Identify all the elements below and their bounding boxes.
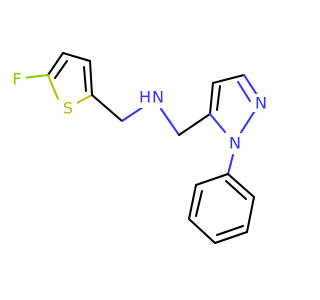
bond-thiophene-c3-c2-outer	[89, 60, 93, 96]
bond-ch2-a-nh	[121, 106, 144, 122]
sulfur-label: S	[63, 99, 73, 118]
bond-pyrazole-n1-c5	[209, 113, 226, 133]
bond-phenyl-c5-c6	[246, 196, 255, 233]
bond-f-c	[22, 74, 49, 79]
bond-phenyl-c2-c3-inner	[195, 190, 203, 217]
bond-phenyl-c3-c4	[188, 218, 216, 244]
bond-phenyl-c4-c5-inner	[216, 225, 244, 236]
bond-ch2-b-pyrazole-c5	[178, 113, 211, 136]
pyrazole-n2-label: N	[255, 94, 267, 113]
bond-phenyl-c6-c1-outer	[227, 173, 255, 198]
amine-label-bg	[140, 88, 168, 108]
fluorine-label-bg	[10, 70, 26, 88]
bond-phenyl-c4-c5-outer	[214, 231, 248, 244]
bond-thiophene-c4-c3	[62, 52, 91, 62]
bond-thiophene-c5-c4-outer	[47, 52, 64, 76]
bond-thiophene-c2-s	[74, 94, 93, 105]
pyrazole-n1-label: N	[229, 134, 241, 153]
bond-thiophene-c3-c2-inner	[83, 66, 87, 92]
pyrazole-n1-label-bg	[227, 133, 243, 153]
amine-nitrogen-label: N	[152, 88, 164, 107]
atom-label-layer: F S H N N N	[10, 70, 269, 153]
bond-pyrazole-c5-c4-outer	[209, 82, 214, 115]
bond-phenyl-c1-c2	[195, 173, 229, 186]
bond-thiophene-c5-c4-inner	[54, 60, 68, 79]
bond-pyrazole-c4-c3	[212, 74, 245, 84]
bond-phenyl-c2-c3-outer	[188, 184, 197, 220]
fluorine-label: F	[12, 70, 21, 89]
molecule-structure: F S H N N N	[10, 52, 269, 244]
bond-n1-phenyl	[227, 154, 234, 175]
bond-pyrazole-n2-n1	[239, 108, 257, 135]
bond-pyrazole-c3-n2-inner	[237, 81, 251, 102]
bond-c2-ch2-a	[91, 94, 123, 122]
sulfur-label-bg	[60, 98, 77, 117]
bond-pyrazole-c5-c4-inner	[216, 85, 221, 111]
bond-nh-ch2-b	[160, 108, 180, 136]
bond-layer	[22, 52, 260, 244]
pyrazole-n2-label-bg	[253, 94, 269, 112]
bond-phenyl-c6-c1-inner	[225, 180, 247, 200]
amine-hydrogen-label: H	[139, 88, 151, 107]
bond-thiophene-s-c5	[47, 74, 59, 100]
